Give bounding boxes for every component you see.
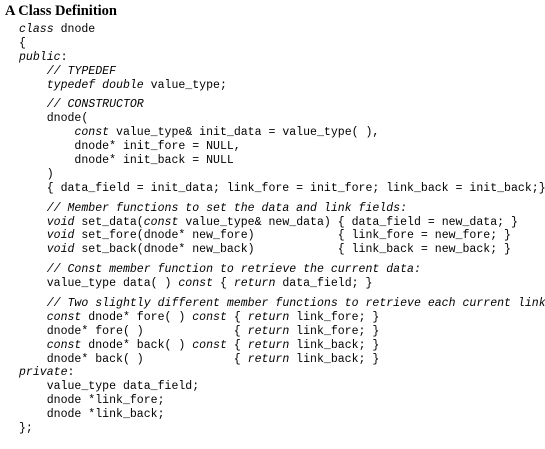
code-line: // CONSTRUCTOR xyxy=(19,98,545,112)
code-text xyxy=(19,263,47,276)
code-line: const dnode* back( ) const { return link… xyxy=(19,339,545,353)
code-line: const value_type& init_data = value_type… xyxy=(19,126,545,140)
code-comment: // TYPEDEF xyxy=(46,64,117,78)
code-text: dnode *link_fore; xyxy=(19,394,165,408)
code-line: dnode* back( ) { return link_back; } xyxy=(19,353,545,367)
code-comment: // Member functions to set the data and … xyxy=(46,201,408,215)
code-line: dnode *link_back; xyxy=(19,408,545,422)
code-text: { xyxy=(213,277,234,291)
code-text xyxy=(19,65,47,78)
code-text: ) xyxy=(19,167,54,181)
code-text xyxy=(19,202,47,215)
code-keyword: return xyxy=(247,324,290,338)
code-text: set_fore(dnode* new_fore) { link_fore = … xyxy=(74,229,511,243)
code-text: value_type data_field; xyxy=(19,380,200,394)
code-comment: // Const member function to retrieve the… xyxy=(46,263,421,277)
code-text: dnode* init_back = NULL xyxy=(19,154,234,168)
section-title: A Class Definition xyxy=(5,3,117,19)
code-line: dnode( xyxy=(19,112,545,126)
code-text xyxy=(19,243,47,256)
code-text: value_type& init_data = value_type( ), xyxy=(109,126,380,140)
code-keyword: public xyxy=(19,50,61,64)
code-line: // Const member function to retrieve the… xyxy=(19,263,545,277)
code-line: { xyxy=(19,37,545,51)
code-line: // Two slightly different member functio… xyxy=(19,297,545,311)
code-line: ) xyxy=(19,168,545,182)
code-keyword: return xyxy=(247,338,290,352)
code-comment: // Two slightly different member functio… xyxy=(46,297,545,311)
code-text: dnode *link_back; xyxy=(19,408,165,422)
code-text: dnode xyxy=(53,23,96,36)
code-line: dnode* init_back = NULL xyxy=(19,154,545,168)
code-line: const dnode* fore( ) const { return link… xyxy=(19,311,545,325)
code-text: }; xyxy=(19,422,33,436)
code-text: set_back(dnode* new_back) { link_back = … xyxy=(74,243,511,257)
code-text: dnode* back( ) xyxy=(81,338,193,352)
code-text: dnode* back( ) { xyxy=(19,352,248,366)
code-line: void set_data(const value_type& new_data… xyxy=(19,216,545,230)
code-line: typedef double value_type; xyxy=(19,79,545,93)
code-text: value_type data( ) xyxy=(19,277,179,291)
code-text xyxy=(19,126,74,139)
code-keyword: void xyxy=(46,215,75,229)
code-line: // Member functions to set the data and … xyxy=(19,202,545,216)
code-text: : xyxy=(60,50,68,64)
code-line: public: xyxy=(19,51,545,65)
code-line: dnode* init_fore = NULL, xyxy=(19,140,545,154)
code-keyword: void xyxy=(46,229,75,243)
code-text xyxy=(19,216,47,229)
code-keyword: return xyxy=(247,352,290,366)
code-keyword: void xyxy=(46,243,75,257)
code-text xyxy=(19,79,47,92)
code-line: private: xyxy=(19,366,545,380)
code-keyword: typedef double xyxy=(46,78,144,92)
code-text: : xyxy=(67,366,75,380)
code-text: { data_field = init_data; link_fore = in… xyxy=(19,181,545,195)
code-text: dnode( xyxy=(19,112,89,126)
code-keyword: const xyxy=(74,126,110,140)
code-text: { xyxy=(19,36,26,50)
code-line: }; xyxy=(19,422,545,436)
code-block: class dnode{public: // TYPEDEF typedef d… xyxy=(19,23,545,436)
code-text xyxy=(19,229,47,242)
code-text xyxy=(19,339,47,352)
code-text: { xyxy=(226,310,248,324)
code-comment: // CONSTRUCTOR xyxy=(46,98,144,112)
code-line: value_type data( ) const { return data_f… xyxy=(19,277,545,291)
code-keyword: return xyxy=(233,277,276,291)
code-text: dnode* fore( ) xyxy=(81,310,193,324)
code-keyword: const xyxy=(192,310,227,324)
code-text: dnode* fore( ) { xyxy=(19,324,248,338)
code-line: // TYPEDEF xyxy=(19,65,545,79)
code-text: link_fore; } xyxy=(289,310,380,324)
code-line: dnode *link_fore; xyxy=(19,394,545,408)
code-text: set_data( xyxy=(74,215,144,229)
code-keyword: const xyxy=(46,310,82,324)
code-keyword: const xyxy=(178,277,214,291)
code-text: value_type; xyxy=(143,78,227,92)
code-keyword: const xyxy=(46,338,82,352)
code-keyword: private xyxy=(19,366,68,380)
code-text: data_field; } xyxy=(275,277,373,291)
code-text xyxy=(19,297,47,310)
code-text xyxy=(19,98,47,111)
code-text: link_back; } xyxy=(289,338,380,352)
code-line: dnode* fore( ) { return link_fore; } xyxy=(19,325,545,339)
code-text xyxy=(19,311,47,324)
code-text: link_fore; } xyxy=(289,324,380,338)
code-text: dnode* init_fore = NULL, xyxy=(19,140,241,154)
code-line: value_type data_field; xyxy=(19,380,545,394)
code-line: void set_fore(dnode* new_fore) { link_fo… xyxy=(19,229,545,243)
code-line: { data_field = init_data; link_fore = in… xyxy=(19,182,545,196)
code-text: value_type& new_data) { data_field = new… xyxy=(178,215,518,229)
code-line: class dnode xyxy=(19,23,545,37)
code-keyword: return xyxy=(247,310,290,324)
code-text: { xyxy=(226,338,248,352)
code-text: link_back; } xyxy=(289,352,380,366)
code-keyword: class xyxy=(19,23,54,36)
code-keyword: const xyxy=(192,338,227,352)
code-line: void set_back(dnode* new_back) { link_ba… xyxy=(19,243,545,257)
code-keyword: const xyxy=(143,215,179,229)
